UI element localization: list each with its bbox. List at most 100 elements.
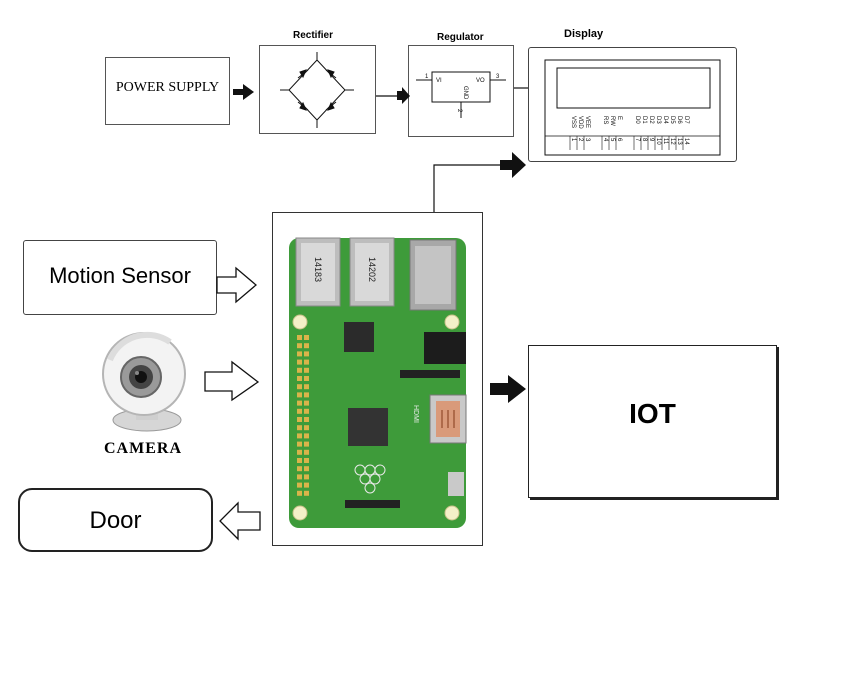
webcam-icon bbox=[102, 331, 186, 432]
gpio-pin bbox=[304, 490, 309, 496]
lcd-pin-name: D2 bbox=[648, 116, 654, 124]
lcd-pin-number: 13 bbox=[676, 138, 682, 145]
lcd-pin-number: 9 bbox=[648, 138, 654, 142]
gpio-pin bbox=[297, 417, 302, 422]
gpio-pin bbox=[297, 458, 302, 463]
lcd-pin-name: VEE bbox=[584, 116, 590, 128]
gpio-pin bbox=[304, 392, 309, 398]
gpio-pin bbox=[297, 376, 302, 381]
lcd-panel-icon bbox=[544, 59, 721, 156]
usb-right-text: 14202 bbox=[367, 257, 377, 282]
lcd-pin-name: D5 bbox=[669, 116, 675, 124]
motion-sensor-block: Motion Sensor bbox=[23, 240, 217, 315]
gpio-pin bbox=[304, 433, 309, 439]
gpio-pin bbox=[304, 376, 309, 381]
arrow-pi-to-display bbox=[500, 152, 526, 178]
regulator-block bbox=[408, 45, 514, 137]
gpio-pin bbox=[304, 384, 309, 390]
camera-connector bbox=[400, 370, 460, 378]
display-block bbox=[528, 47, 737, 162]
mounting-holes bbox=[292, 314, 460, 521]
raspberry-pi-board: 14183 14202 HDMI bbox=[289, 237, 467, 528]
gpio-pin bbox=[297, 400, 302, 406]
door-block: Door bbox=[18, 488, 213, 552]
regulator-pin3-text: 3 bbox=[496, 74, 500, 80]
gpio-pin bbox=[304, 400, 309, 406]
gpio-pin bbox=[297, 343, 302, 349]
arrow-rectifier-to-regulator bbox=[397, 87, 410, 104]
gpio-pin bbox=[304, 441, 309, 447]
lcd-pin-name: D0 bbox=[634, 116, 640, 124]
lcd-pin-number: 7 bbox=[634, 138, 640, 142]
gpio-pin bbox=[297, 449, 302, 455]
lcd-pin-number: 10 bbox=[655, 138, 661, 145]
lcd-pin-name: RW bbox=[609, 116, 615, 126]
regulator-label: Regulator bbox=[437, 32, 484, 43]
power-supply-label: POWER SUPPLY bbox=[115, 80, 220, 95]
gpio-pin bbox=[297, 351, 302, 357]
door-label: Door bbox=[89, 507, 142, 534]
iot-block: IOT bbox=[528, 345, 777, 498]
lcd-pin-name: D1 bbox=[641, 116, 647, 124]
regulator-vo-text: VO bbox=[476, 78, 485, 84]
lcd-pin-name: D7 bbox=[683, 116, 689, 124]
lcd-pin-number: 4 bbox=[602, 138, 608, 142]
lcd-pin-name: VDD bbox=[577, 116, 583, 129]
lcd-pin-number: 3 bbox=[584, 138, 590, 142]
audio-jack bbox=[424, 332, 466, 364]
gpio-pin bbox=[297, 433, 302, 439]
camera-label: CAMERA bbox=[104, 440, 182, 457]
lcd-pin-number: 6 bbox=[616, 138, 622, 142]
rectifier-label: Rectifier bbox=[293, 30, 334, 41]
display-label: Display bbox=[564, 28, 604, 40]
regulator-chip-icon bbox=[416, 71, 506, 118]
gpio-pin bbox=[297, 466, 302, 472]
usb-port-left bbox=[295, 237, 341, 307]
lcd-pin-name: VSS bbox=[570, 116, 576, 128]
gpio-pin bbox=[304, 482, 309, 488]
regulator-pin1-text: 1 bbox=[425, 74, 429, 80]
gpio-pin bbox=[304, 466, 309, 472]
gpio-pin bbox=[304, 367, 309, 373]
gpio-pin bbox=[297, 359, 302, 365]
lcd-pin-name: D4 bbox=[662, 116, 668, 124]
lcd-pin-number: 5 bbox=[609, 138, 615, 142]
lcd-pin-name: E bbox=[616, 116, 622, 120]
gpio-pin bbox=[304, 474, 309, 480]
gpio-pin bbox=[297, 392, 302, 398]
usb-left-text: 14183 bbox=[313, 257, 323, 282]
gpio-pin bbox=[297, 441, 302, 447]
lcd-pin-name: RS bbox=[602, 116, 608, 124]
gpio-pin bbox=[304, 417, 309, 422]
gpio-pin bbox=[304, 425, 309, 431]
connection-lines bbox=[376, 87, 528, 212]
hdmi-port bbox=[429, 394, 467, 444]
lcd-pin-number: 11 bbox=[662, 138, 668, 145]
ethernet-port bbox=[409, 239, 457, 311]
gpio-pin bbox=[304, 408, 309, 414]
gpio-pin bbox=[297, 490, 302, 496]
arrow-power-to-rectifier bbox=[233, 84, 254, 100]
soc-chip bbox=[344, 322, 374, 352]
bridge-rectifier-icon bbox=[280, 52, 354, 128]
arrow-motion-to-pi bbox=[216, 266, 258, 304]
gpio-pin bbox=[297, 335, 302, 340]
gpio-pin bbox=[304, 343, 309, 349]
gpio-pin bbox=[304, 359, 309, 365]
gpio-pin bbox=[304, 351, 309, 357]
gpio-pin bbox=[297, 367, 302, 373]
regulator-vi-text: VI bbox=[436, 78, 442, 84]
gpio-pin bbox=[304, 449, 309, 455]
lcd-pin-number: 2 bbox=[577, 138, 583, 142]
gpio-pin bbox=[304, 335, 309, 340]
iot-label: IOT bbox=[629, 398, 676, 429]
lcd-pin-number: 1 bbox=[570, 138, 576, 142]
lcd-pin-number: 8 bbox=[641, 138, 647, 142]
raspberry-logo-icon bbox=[354, 464, 386, 494]
display-connector bbox=[345, 500, 400, 508]
regulator-gnd-text: GND bbox=[462, 86, 468, 100]
gpio-pin bbox=[297, 474, 302, 480]
lcd-pin-number: 14 bbox=[683, 138, 689, 145]
lcd-pin-group: VSS1VDD2VEE3RS4RW5E6D07D18D29D310D411D51… bbox=[569, 116, 689, 150]
